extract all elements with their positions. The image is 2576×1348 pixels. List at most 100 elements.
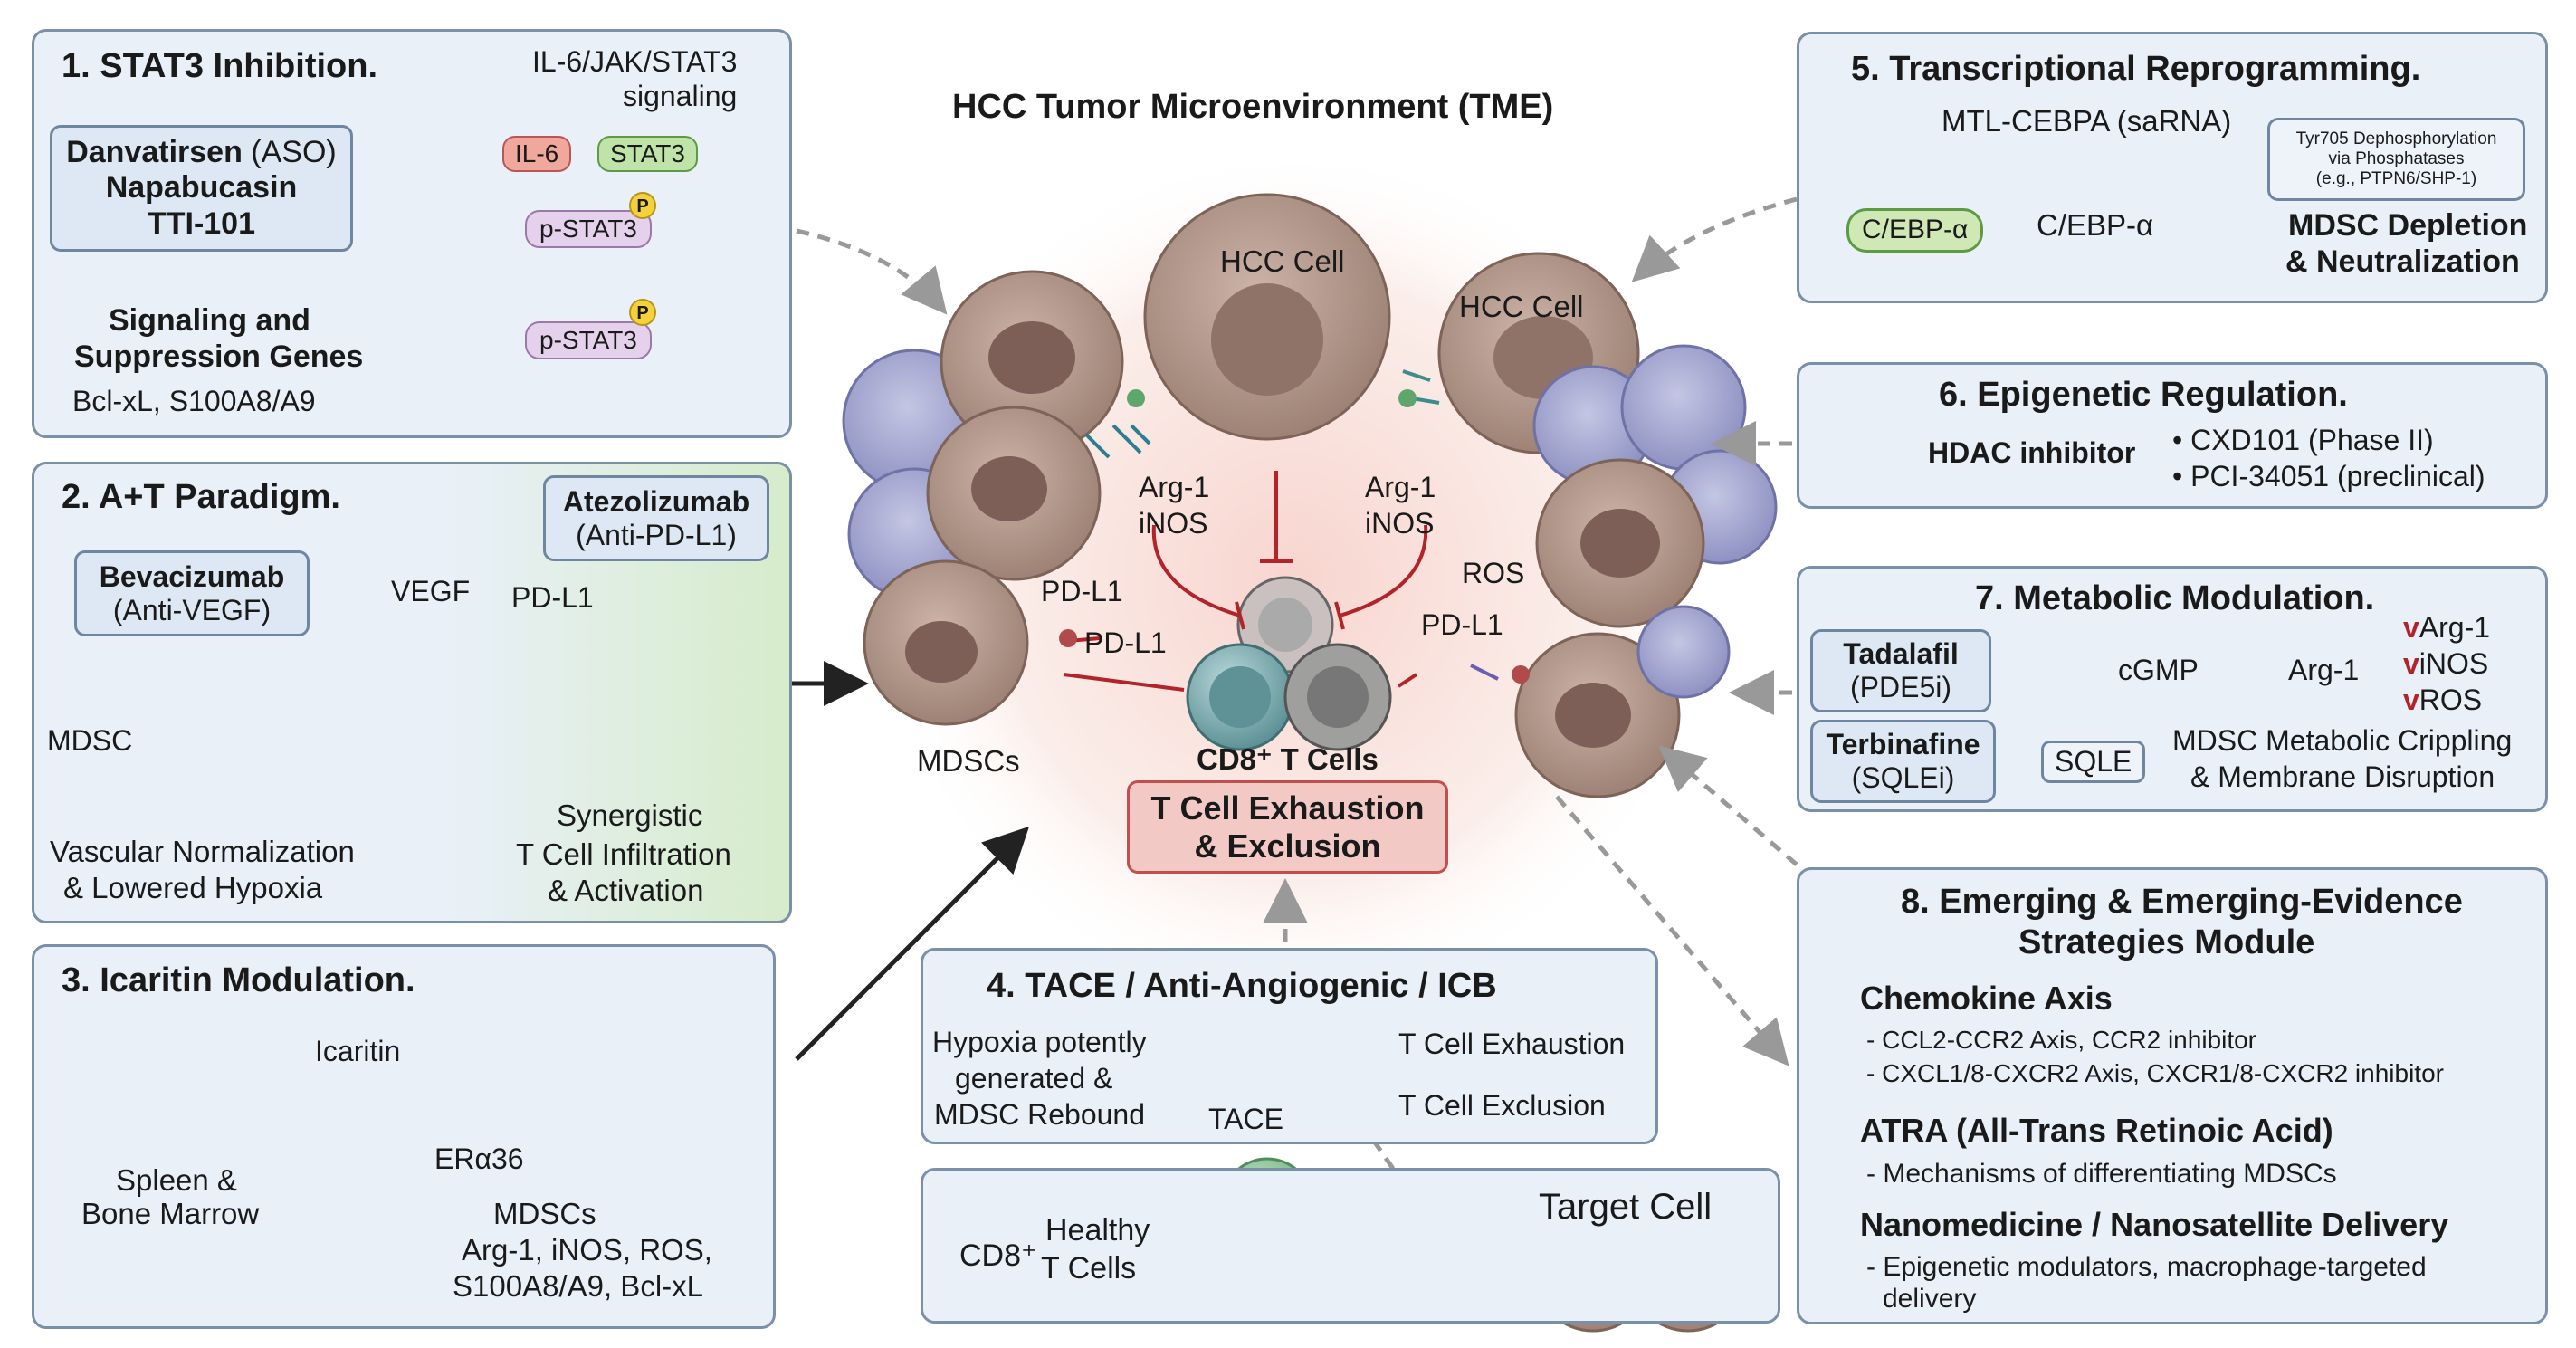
p2-atezo-target: (Anti-PD-L1) <box>576 518 737 551</box>
p5-cebpa-free: C/EBP-α <box>2037 208 2154 242</box>
p7-sqle-badge: SQLE <box>2041 741 2146 783</box>
center-hcc-right-bottom <box>1514 605 1731 798</box>
center-hcc-right-mid <box>1535 458 1705 628</box>
healthy-line2: T Cells <box>1041 1251 1137 1286</box>
center-cd8-label: CD8⁺ T Cells <box>1197 742 1379 776</box>
p7-meta-line1: MDSC Metabolic Crippling <box>2172 724 2513 757</box>
p2-bev-name: Bevacizumab <box>99 559 285 593</box>
panel-8-title-1: 8. Emerging & Emerging-Evidence <box>1901 883 2463 921</box>
p7-tad-target: (PDE5i) <box>1849 671 1951 703</box>
p4-hyp-line2: generated & <box>955 1062 1113 1095</box>
p2-bev-target: (Anti-VEGF) <box>112 593 272 626</box>
p1-drug-tti101: TTI-101 <box>147 206 256 241</box>
panel-emerging-strategies <box>1797 867 2548 1324</box>
p1-genes-heading-2: Suppression Genes <box>74 339 364 374</box>
p6-hdac-label: HDAC inhibitor <box>1928 436 2136 469</box>
center-hcc-left-mid <box>926 406 1102 581</box>
p7-tad-name: Tadalafil <box>1843 637 1959 671</box>
p8-chem-item1: - CCL2-CCR2 Axis, CCR2 inhibitor <box>1866 1026 2257 1054</box>
center-inhibition-arcs <box>1063 471 1428 692</box>
p7-tadalafil-box: Tadalafil (PDE5i) <box>1810 629 1991 712</box>
healthy-cd8-label: CD8⁺ <box>959 1238 1037 1273</box>
p4-exhaustion: T Cell Exhaustion <box>1398 1028 1626 1060</box>
p1-drug-danvatirsen: Danvatirsen <box>66 135 243 170</box>
center-mdsc-cell-left <box>863 559 1029 726</box>
center-ros-label: ROS <box>1462 557 1525 589</box>
healthy-line1: Healthy <box>1045 1213 1150 1248</box>
p8-nano-item1: - Epigenetic modulators, macrophage-targ… <box>1866 1252 2427 1282</box>
p4-hyp-line1: Hypoxia potently <box>932 1026 1147 1058</box>
p1-il6-badge: IL-6 <box>502 136 572 173</box>
p7-terb-target: (SQLEi) <box>1851 761 1955 794</box>
panel-5-title: 5. Transcriptional Reprogramming. <box>1851 50 2421 88</box>
p7-meta-line2: & Membrane Disruption <box>2190 760 2495 793</box>
p5-mtl-label: MTL-CEBPA (saRNA) <box>1942 104 2232 138</box>
panel-8-title-2: Strategies Module <box>2018 923 2315 961</box>
panel-healthy-tcells <box>921 1168 1780 1324</box>
panel-epigenetic-regulation <box>1797 362 2548 509</box>
p2-syn-line2: T Cell Infiltration <box>516 837 731 871</box>
panel-4-title: 4. TACE / Anti-Angiogenic / ICB <box>987 967 1497 1005</box>
p3-markers-line1: Arg-1, iNOS, ROS, <box>462 1233 712 1267</box>
p7-terb-name: Terbinafine <box>1826 728 1980 761</box>
p3-era36-label: ERα36 <box>434 1142 524 1175</box>
p8-nano-title: Nanomedicine / Nanosatellite Delivery <box>1860 1206 2449 1243</box>
p3-icaritin-label: Icaritin <box>315 1035 401 1067</box>
panel-7-title: 7. Metabolic Modulation. <box>1975 579 2375 617</box>
p2-mdsc-label: MDSC <box>47 724 133 757</box>
p2-bevacizumab-box: Bevacizumab (Anti-VEGF) <box>74 550 310 636</box>
panel-1-title: 1. STAT3 Inhibition. <box>62 47 378 85</box>
healthy-target-label: Target Cell <box>1539 1187 1713 1227</box>
p7-terbinafine-box: Terbinafine (SQLEi) <box>1810 720 1996 803</box>
panel-tace-icb <box>921 948 1658 1144</box>
p4-tace-label: TACE <box>1208 1103 1283 1135</box>
p7-arg1-label: Arg-1 <box>2288 654 2360 686</box>
p4-hyp-line3: MDSC Rebound <box>934 1098 1145 1131</box>
p1-signal-label-2: signaling <box>623 80 738 112</box>
p2-atezo-name: Atezolizumab <box>562 484 750 518</box>
center-hcc-cell-right-label: HCC Cell <box>1459 290 1584 323</box>
center-inos-left: iNOS <box>1139 507 1208 540</box>
p8-atra-title: ATRA (All-Trans Retinoic Acid) <box>1860 1112 2333 1149</box>
p1-drug-aso: (ASO) <box>242 135 337 170</box>
p6-item2: • PCI-34051 (preclinical) <box>2172 460 2485 492</box>
p1-phospho-top: P <box>629 192 656 219</box>
panel-3-title: 3. Icaritin Modulation. <box>62 961 415 999</box>
p8-nano-item2: delivery <box>1883 1284 1977 1314</box>
p5-tyr-line3: (e.g., PTPN6/SHP-1) <box>2315 168 2477 188</box>
p2-atezolizumab-box: Atezolizumab (Anti-PD-L1) <box>543 475 769 561</box>
p7-down-arg1-text: Arg-1 <box>2419 611 2491 644</box>
panel-icaritin-modulation <box>32 944 776 1329</box>
p1-signal-label-1: IL-6/JAK/STAT3 <box>532 45 738 78</box>
center-pdl1-a: PD-L1 <box>1041 575 1123 607</box>
p4-exclusion: T Cell Exclusion <box>1398 1089 1606 1122</box>
p2-vasc-line2: & Lowered Hypoxia <box>63 871 323 904</box>
center-exhaustion-line2: & Exclusion <box>1194 827 1381 865</box>
center-receptors <box>1059 369 1530 684</box>
center-inos-right: iNOS <box>1365 507 1435 540</box>
p3-spleen-line1: Spleen & <box>116 1163 237 1197</box>
p2-vegf-label: VEGF <box>391 575 471 607</box>
center-mdscs-label: MDSCs <box>917 744 1020 778</box>
p2-syn-line1: Synergistic <box>557 798 703 832</box>
p8-chem-title: Chemokine Axis <box>1860 980 2113 1017</box>
p2-vasc-line1: Vascular Normalization <box>50 835 355 868</box>
p1-drug-box: Danvatirsen (ASO) Napabucasin TTI-101 <box>50 125 353 252</box>
center-title: HCC Tumor Microenvironment (TME) <box>952 88 1554 126</box>
p5-tyr-line1: Tyr705 Dephosphorylation <box>2295 129 2497 149</box>
p7-down-ros: vROS <box>2403 684 2482 717</box>
p6-item1: • CXD101 (Phase II) <box>2172 424 2434 456</box>
center-exhaustion-box: T Cell Exhaustion & Exclusion <box>1127 780 1448 874</box>
center-exhaustion-line1: T Cell Exhaustion <box>1150 789 1425 827</box>
p8-chem-item2: - CXCL1/8-CXCR2 Axis, CXCR1/8-CXCR2 inhi… <box>1866 1059 2444 1087</box>
p7-down-arg1: vArg-1 <box>2403 611 2490 645</box>
p5-outcome-line2: & Neutralization <box>2285 244 2520 279</box>
p1-pstat3-top: p-STAT3 <box>525 210 652 249</box>
p1-drug-napabucasin: Napabucasin <box>105 170 298 206</box>
center-pdl1-c: PD-L1 <box>1421 608 1503 641</box>
center-hcc-left-top <box>940 270 1124 454</box>
center-pdl1-b: PD-L1 <box>1084 626 1167 659</box>
p1-genes-list: Bcl-xL, S100A8/A9 <box>72 385 316 417</box>
p5-outcome-line1: MDSC Depletion <box>2288 208 2528 243</box>
p7-cgmp-label: cGMP <box>2118 654 2199 686</box>
